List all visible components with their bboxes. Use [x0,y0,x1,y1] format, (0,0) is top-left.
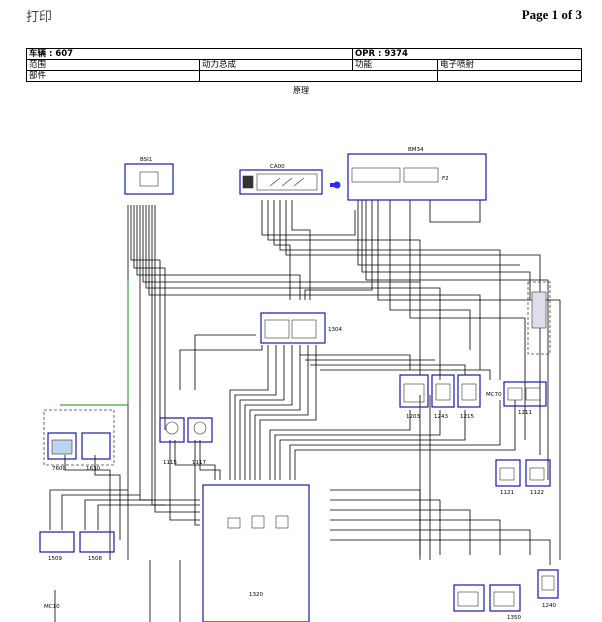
bm34-box [347,153,487,201]
print-label: 打印 [26,10,53,25]
info-table: 车辆 : 607 OPR : 9374 范围 动力总成 功能 电子喷射 部件 [26,48,582,82]
part-label: 部件 [26,70,200,82]
c1203-box [399,374,429,408]
page-number: Page 1 of 3 [521,7,582,22]
c1115-box [159,417,185,443]
c1509-box [39,531,75,553]
label-1211: 1211 [518,410,532,416]
c1211-box [503,381,547,407]
label-1115: 1115 [163,460,177,466]
ca00-box [239,169,323,195]
c7600-box [47,432,77,460]
label-7600: 7600 [52,466,66,472]
diagram-title: 原理 [293,86,309,95]
component-labels: BSI1 CA00 BM34 F2 1304 7600 1630 1115 11… [44,147,556,621]
c1117-box [187,417,213,443]
c1121-box [495,459,521,487]
c1122-box [525,459,551,487]
green-wire [60,280,129,406]
label-1117: 1117 [192,460,206,466]
label-1350: 1350 [507,615,521,621]
inner-symbols [51,167,555,607]
label-1509: 1509 [48,556,62,562]
c1320-box [202,484,310,622]
label-mc70: MC70 [486,392,502,398]
part-extra [437,70,582,82]
label-1240: 1240 [542,603,556,609]
label-bm34: BM34 [408,147,424,153]
label-1320: 1320 [249,592,263,598]
c1350a-box [453,584,485,612]
label-1508: 1508 [88,556,102,562]
label-1203: 1203 [406,414,420,420]
c1215-box [457,374,481,408]
label-1630: 1630 [86,466,100,472]
label-mc10: MC10 [44,604,60,610]
ca00-connector [330,181,341,189]
c1243-box [431,374,455,408]
label-1122: 1122 [530,490,544,496]
label-1304: 1304 [328,327,342,333]
bsi1-box [124,163,174,195]
label-ca00: CA00 [270,164,285,170]
label-1121: 1121 [500,490,514,496]
label-f2: F2 [442,176,449,182]
c1304-box [260,312,326,344]
label-bsi1: BSI1 [140,157,152,163]
wires [49,200,561,622]
c1350b-box [489,584,521,612]
dashed-groups [43,281,551,466]
label-1215: 1215 [460,414,474,420]
c1240-box [537,569,559,599]
c1630-box [81,432,111,460]
c1508-box [79,531,115,553]
label-1243: 1243 [434,414,448,420]
component-boxes [39,153,559,622]
